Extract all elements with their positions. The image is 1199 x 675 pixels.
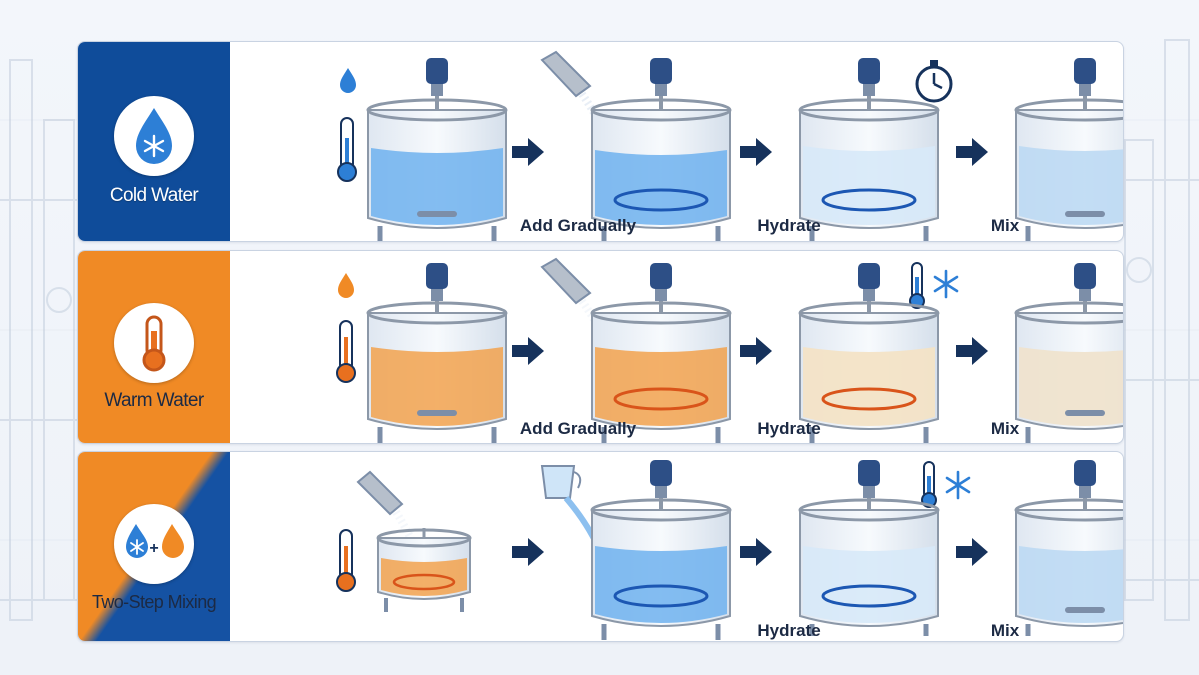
thermometer-icon bbox=[921, 461, 937, 508]
water-drop-icon bbox=[136, 108, 172, 164]
mixer-tank-icon bbox=[1014, 263, 1123, 443]
water-drop-icon bbox=[338, 273, 354, 298]
mixer-tank-icon bbox=[590, 263, 732, 443]
cold-water-badge bbox=[114, 96, 194, 176]
row-two-step-mixing: + Two-Step Mixing bbox=[77, 451, 1124, 642]
stopwatch-icon bbox=[915, 60, 953, 103]
label-panel-warm: Warm Water bbox=[78, 251, 230, 443]
background-plant-left bbox=[0, 59, 90, 621]
mixer-tank-icon bbox=[1014, 58, 1123, 241]
step-caption-mix: Mix bbox=[990, 419, 1020, 438]
row-label: Warm Water bbox=[104, 390, 204, 411]
mixer-tank-icon bbox=[798, 58, 940, 241]
arrow-right-icon bbox=[956, 337, 988, 365]
mixer-tank-icon bbox=[798, 460, 940, 636]
arrow-right-icon bbox=[740, 538, 772, 566]
arrow-right-icon bbox=[956, 538, 988, 566]
background-plant-right bbox=[1109, 39, 1199, 621]
step-caption-mix: Mix bbox=[990, 621, 1020, 640]
mixer-tank-icon bbox=[366, 58, 508, 241]
row-label: Cold Water bbox=[109, 185, 199, 206]
two-step-badge: + bbox=[114, 504, 194, 584]
step-caption-add-gradually: Add Gradually bbox=[519, 419, 637, 438]
thermometer-icon bbox=[142, 315, 166, 372]
mixer-tank-icon bbox=[1014, 460, 1123, 636]
step-caption-add-gradually: Add Gradually bbox=[519, 216, 637, 235]
water-drop-icon bbox=[340, 68, 356, 93]
arrow-right-icon bbox=[740, 337, 772, 365]
thermometer-icon bbox=[336, 529, 356, 592]
snowflake-icon bbox=[945, 470, 971, 500]
row-warm-water: Warm Water bbox=[77, 250, 1124, 444]
step-caption-hydrate: Hydrate bbox=[757, 621, 821, 640]
row-label: Two-Step Mixing bbox=[91, 592, 217, 612]
row-cold-water: Cold Water bbox=[77, 41, 1124, 242]
label-panel-cold: Cold Water bbox=[78, 42, 230, 241]
warm-water-process bbox=[336, 257, 1123, 443]
mixer-tank-icon bbox=[376, 528, 472, 612]
water-drop-icon bbox=[162, 524, 184, 558]
step-caption-mix: Mix bbox=[990, 216, 1020, 235]
mixer-tank-icon bbox=[590, 460, 732, 640]
arrow-right-icon bbox=[956, 138, 988, 166]
thermometer-icon bbox=[336, 320, 356, 383]
step-caption-hydrate: Hydrate bbox=[757, 216, 821, 235]
mixer-tank-icon bbox=[798, 263, 940, 443]
cold-water-process bbox=[337, 50, 1123, 241]
mixer-tank-icon bbox=[366, 263, 508, 443]
snowflake-icon bbox=[143, 134, 165, 158]
thermometer-icon bbox=[337, 117, 357, 182]
arrow-right-icon bbox=[512, 538, 544, 566]
plus-sign: + bbox=[149, 540, 158, 557]
arrow-right-icon bbox=[512, 138, 544, 166]
snowflake-icon bbox=[933, 269, 959, 299]
arrow-right-icon bbox=[512, 337, 544, 365]
step-caption-hydrate: Hydrate bbox=[757, 419, 821, 438]
thermometer-icon bbox=[909, 262, 925, 309]
two-step-process bbox=[336, 460, 1123, 640]
warm-water-badge bbox=[114, 303, 194, 383]
label-panel-two-step: + Two-Step Mixing bbox=[78, 452, 230, 641]
snowflake-icon bbox=[130, 539, 144, 555]
mixer-tank-icon bbox=[590, 58, 732, 241]
arrow-right-icon bbox=[740, 138, 772, 166]
